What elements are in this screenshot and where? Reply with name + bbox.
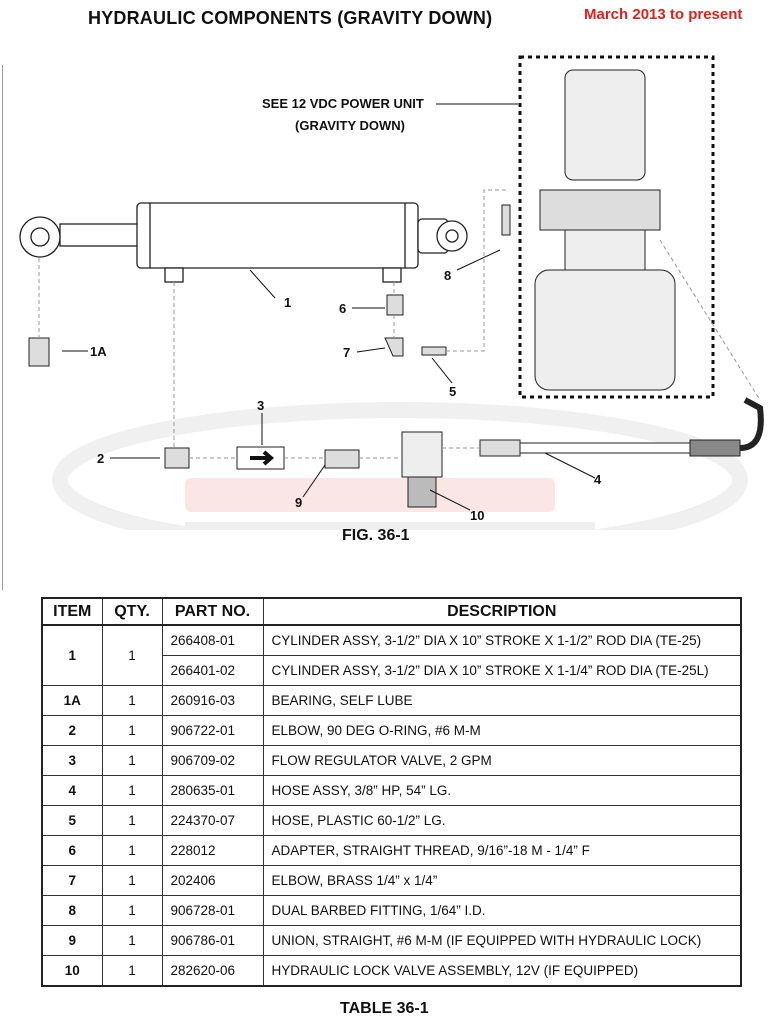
part-number-cell: 906709-02 [161, 745, 264, 776]
watermark-logo [52, 402, 748, 530]
qty-cell: 1 [101, 805, 163, 836]
description-cell: ADAPTER, STRAIGHT THREAD, 9/16”-18 M - 1… [262, 835, 742, 866]
qty-cell: 1 [101, 925, 163, 956]
description-cell: HYDRAULIC LOCK VALVE ASSEMBLY, 12V (IF E… [262, 955, 742, 987]
callout-8: 8 [444, 268, 451, 283]
header-description: DESCRIPTION [262, 597, 742, 626]
item-cell: 2 [41, 715, 103, 746]
part-number-cell: 266408-01 [161, 624, 264, 656]
item-cell: 1 [41, 624, 103, 686]
item-cell: 1A [41, 685, 103, 716]
callout-1: 1 [284, 295, 291, 310]
description-cell: UNION, STRAIGHT, #6 M-M (IF EQUIPPED WIT… [262, 925, 742, 956]
part-number-cell: 280635-01 [161, 775, 264, 806]
qty-cell: 1 [101, 745, 163, 776]
item-cell: 8 [41, 895, 103, 926]
callout-2: 2 [97, 451, 104, 466]
part-number-cell: 202406 [161, 865, 264, 896]
description-cell: HOSE, PLASTIC 60-1/2” LG. [262, 805, 742, 836]
description-cell: HOSE ASSY, 3/8” HP, 54” LG. [262, 775, 742, 806]
figure-caption: FIG. 36-1 [342, 527, 410, 544]
item-cell: 9 [41, 925, 103, 956]
qty-cell: 1 [101, 624, 163, 686]
part-number-cell: 266401-02 [161, 655, 264, 686]
part-number-cell: 228012 [161, 835, 264, 866]
qty-cell: 1 [101, 685, 163, 716]
item-cell: 10 [41, 955, 103, 987]
callout-3: 3 [257, 398, 264, 413]
qty-cell: 1 [101, 715, 163, 746]
qty-cell: 1 [101, 865, 163, 896]
item-cell: 7 [41, 865, 103, 896]
header-item: ITEM [41, 597, 103, 626]
description-cell: ELBOW, BRASS 1/4” x 1/4” [262, 865, 742, 896]
part-number-cell: 906786-01 [161, 925, 264, 956]
fittings [164, 204, 764, 508]
leader-lines [62, 103, 596, 511]
power-unit-note-1: SEE 12 VDC POWER UNIT [262, 96, 424, 111]
item-cell: 6 [41, 835, 103, 866]
cylinder-assembly [19, 202, 468, 283]
page-title: HYDRAULIC COMPONENTS (GRAVITY DOWN) [88, 8, 493, 28]
date-range-label: March 2013 to present [580, 4, 747, 25]
callout-7: 7 [343, 345, 350, 360]
power-unit [518, 55, 715, 399]
callout-9: 9 [295, 495, 302, 510]
part-number-cell: 224370-07 [161, 805, 264, 836]
qty-cell: 1 [101, 955, 163, 987]
callout-4: 4 [594, 472, 602, 487]
part-number-cell: 260916-03 [161, 685, 264, 716]
description-cell: ELBOW, 90 DEG O-RING, #6 M-M [262, 715, 742, 746]
bearing-part [28, 337, 50, 367]
description-cell: CYLINDER ASSY, 3-1/2” DIA X 10” STROKE X… [262, 655, 742, 686]
item-cell: 4 [41, 775, 103, 806]
connector-lines [38, 189, 761, 459]
table-caption: TABLE 36-1 [340, 1000, 429, 1017]
item-cell: 5 [41, 805, 103, 836]
part-number-cell: 282620-06 [161, 955, 264, 987]
header-part-no: PART NO. [161, 597, 264, 626]
description-cell: CYLINDER ASSY, 3-1/2” DIA X 10” STROKE X… [262, 624, 742, 656]
qty-cell: 1 [101, 835, 163, 866]
part-number-cell: 906728-01 [161, 895, 264, 926]
description-cell: DUAL BARBED FITTING, 1/64” I.D. [262, 895, 742, 926]
qty-cell: 1 [101, 895, 163, 926]
header-qty: QTY. [101, 597, 163, 626]
power-unit-note-2: (GRAVITY DOWN) [295, 118, 405, 133]
description-cell: FLOW REGULATOR VALVE, 2 GPM [262, 745, 742, 776]
margin-line [2, 65, 3, 590]
table-header-row: ITEM QTY. PART NO. DESCRIPTION [41, 597, 742, 626]
callout-10: 10 [470, 508, 484, 523]
qty-cell: 1 [101, 775, 163, 806]
callout-6: 6 [339, 301, 346, 316]
item-cell: 3 [41, 745, 103, 776]
callout-1a: 1A [90, 344, 107, 359]
callout-5: 5 [449, 384, 456, 399]
part-number-cell: 906722-01 [161, 715, 264, 746]
description-cell: BEARING, SELF LUBE [262, 685, 742, 716]
hydraulic-diagram: SEE 12 VDC POWER UNIT (GRAVITY DOWN) 1 1… [19, 55, 764, 530]
